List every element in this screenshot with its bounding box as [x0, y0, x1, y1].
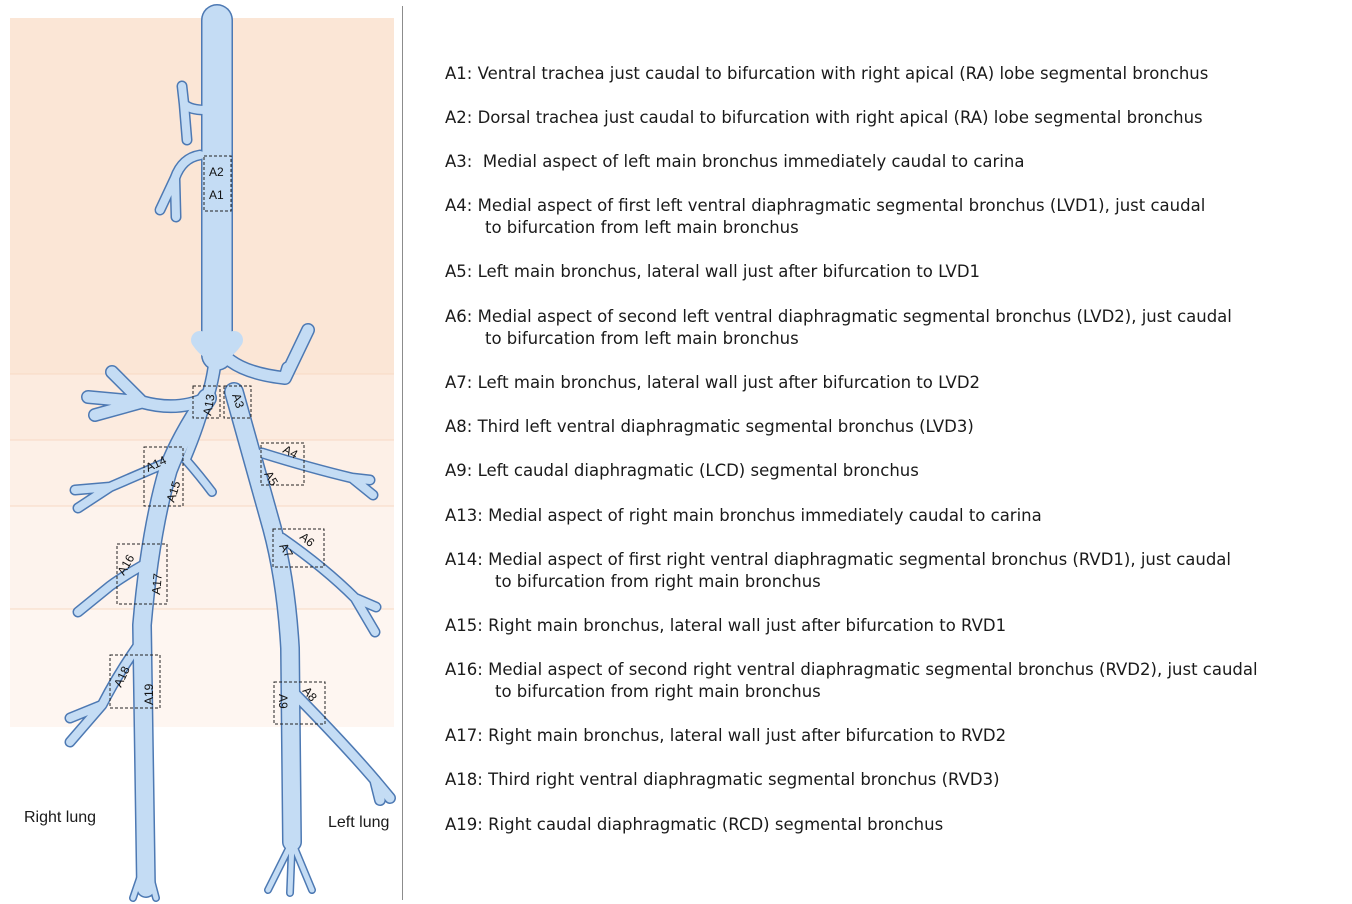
legend-item-a19: A19: Right caudal diaphragmatic (RCD) se…: [445, 814, 943, 836]
legend-line: A7: Left main bronchus, lateral wall jus…: [445, 373, 980, 392]
legend-item-a13: A13: Medial aspect of right main bronchu…: [445, 505, 1042, 527]
legend-item-a16: A16: Medial aspect of second right ventr…: [445, 659, 1258, 703]
legend-line: A1: Ventral trachea just caudal to bifur…: [445, 64, 1208, 83]
legend-item-a15: A15: Right main bronchus, lateral wall j…: [445, 615, 1006, 637]
box-label: A9: [276, 694, 290, 709]
legend-line: A2: Dorsal trachea just caudal to bifurc…: [445, 108, 1203, 127]
legend-line: A18: Third right ventral diaphragmatic s…: [445, 770, 1000, 789]
legend-item-a17: A17: Right main bronchus, lateral wall j…: [445, 725, 1006, 747]
legend-line: A9: Left caudal diaphragmatic (LCD) segm…: [445, 461, 919, 480]
box-label: A19: [142, 683, 156, 705]
legend-line: A8: Third left ventral diaphragmatic seg…: [445, 417, 974, 436]
legend-item-a1: A1: Ventral trachea just caudal to bifur…: [445, 63, 1208, 85]
panel-divider: [402, 6, 403, 900]
legend-item-a8: A8: Third left ventral diaphragmatic seg…: [445, 416, 974, 438]
zone-band-4: [10, 506, 394, 609]
legend-line: A5: Left main bronchus, lateral wall jus…: [445, 262, 980, 281]
legend-line-continued: to bifurcation from left main bronchus: [445, 329, 799, 348]
legend-line: A14: Medial aspect of first right ventra…: [445, 550, 1231, 569]
legend: A1: Ventral trachea just caudal to bifur…: [445, 0, 1352, 904]
box-label: A2: [209, 165, 224, 179]
legend-item-a6: A6: Medial aspect of second left ventral…: [445, 306, 1232, 350]
zone-band-5: [10, 609, 394, 727]
legend-line: A3: Medial aspect of left main bronchus …: [445, 152, 1024, 171]
box-label: A17: [149, 572, 165, 595]
legend-item-a3: A3: Medial aspect of left main bronchus …: [445, 151, 1024, 173]
legend-line: A6: Medial aspect of second left ventral…: [445, 307, 1232, 326]
legend-item-a4: A4: Medial aspect of first left ventral …: [445, 195, 1205, 239]
legend-line: A4: Medial aspect of first left ventral …: [445, 196, 1205, 215]
legend-line: A13: Medial aspect of right main bronchu…: [445, 506, 1042, 525]
legend-item-a2: A2: Dorsal trachea just caudal to bifurc…: [445, 107, 1203, 129]
legend-item-a5: A5: Left main bronchus, lateral wall jus…: [445, 261, 980, 283]
box-label: A1: [209, 188, 224, 202]
legend-line: A17: Right main bronchus, lateral wall j…: [445, 726, 1006, 745]
legend-line: A19: Right caudal diaphragmatic (RCD) se…: [445, 815, 943, 834]
legend-line-continued: to bifurcation from right main bronchus: [445, 572, 821, 591]
legend-line: A15: Right main bronchus, lateral wall j…: [445, 616, 1006, 635]
legend-line-continued: to bifurcation from left main bronchus: [445, 218, 799, 237]
legend-line-continued: to bifurcation from right main bronchus: [445, 682, 821, 701]
legend-item-a18: A18: Third right ventral diaphragmatic s…: [445, 769, 1000, 791]
legend-line: A16: Medial aspect of second right ventr…: [445, 660, 1258, 679]
legend-item-a14: A14: Medial aspect of first right ventra…: [445, 549, 1231, 593]
left-lung-label: Left lung: [328, 814, 389, 832]
legend-item-a9: A9: Left caudal diaphragmatic (LCD) segm…: [445, 460, 919, 482]
legend-item-a7: A7: Left main bronchus, lateral wall jus…: [445, 372, 980, 394]
right-lung-label: Right lung: [24, 809, 96, 827]
bronchial-tree-diagram: A2 A1 A13 A3 A14 A15 A4 A5 A16 A17 A7 A6…: [0, 0, 405, 904]
